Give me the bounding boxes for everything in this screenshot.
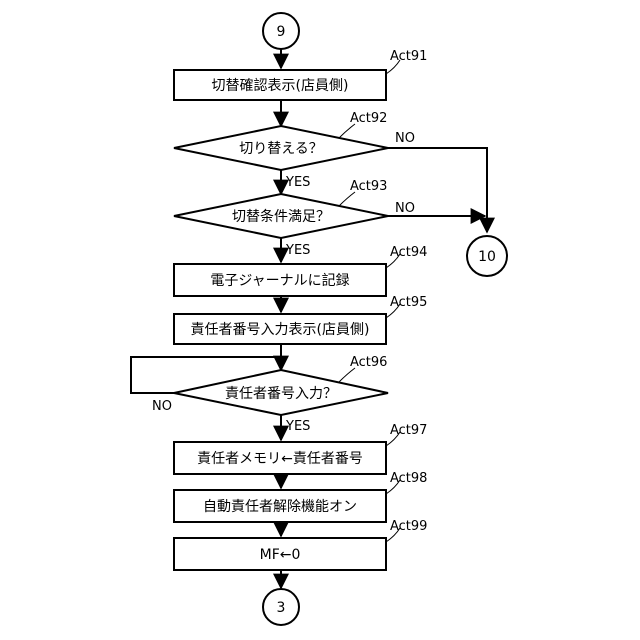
start-connector-label: 9	[277, 24, 286, 40]
step-act91-text: 切替確認表示(店員側)	[212, 78, 349, 94]
offpage-connector-label: 10	[478, 249, 496, 265]
decision-act92-no-label: NO	[395, 131, 415, 146]
decision-act96-yes-label: YES	[285, 419, 310, 434]
step-act94-tag: Act94	[390, 245, 427, 260]
decision-act96-tag: Act96	[350, 355, 387, 370]
step-act99: MF←0 Act99	[174, 519, 427, 570]
decision-act93-no-label: NO	[395, 201, 415, 216]
step-act98-text: 自動責任者解除機能オン	[203, 499, 357, 515]
step-act95: 責任者番号入力表示(店員側) Act95	[174, 295, 427, 344]
step-act95-text: 責任者番号入力表示(店員側)	[191, 322, 370, 338]
offpage-connector: 10	[467, 236, 507, 276]
step-act97-tag: Act97	[390, 423, 427, 438]
end-connector: 3	[263, 589, 299, 625]
decision-act93-tag: Act93	[350, 179, 387, 194]
step-act99-text: MF←0	[260, 547, 301, 563]
end-connector-label: 3	[277, 600, 286, 616]
step-act99-tag: Act99	[390, 519, 427, 534]
edge-act92-no-to-offpage	[388, 148, 487, 232]
decision-act93-text: 切替条件満足？	[232, 208, 330, 225]
decision-act96-text: 責任者番号入力？	[225, 386, 337, 402]
decision-act92-text: 切り替える？	[239, 141, 323, 157]
decision-act93-yes-label: YES	[285, 243, 310, 258]
step-act91-tag: Act91	[390, 49, 427, 64]
decision-act92-yes-label: YES	[285, 175, 310, 190]
decision-act92-tag: Act92	[350, 111, 387, 126]
decision-act93: 切替条件満足？ Act93 NO YES	[174, 179, 415, 258]
decision-act96: 責任者番号入力？ Act96 NO YES	[152, 355, 388, 434]
decision-act96-no-label: NO	[152, 399, 172, 414]
start-connector: 9	[263, 13, 299, 49]
step-act98-tag: Act98	[390, 471, 427, 486]
step-act98: 自動責任者解除機能オン Act98	[174, 471, 427, 522]
step-act91: 切替確認表示(店員側) Act91	[174, 49, 427, 100]
step-act97-text: 責任者メモリ←責任者番号	[197, 451, 363, 467]
step-act94-text: 電子ジャーナルに記録	[210, 272, 349, 289]
step-act95-tag: Act95	[390, 295, 427, 310]
